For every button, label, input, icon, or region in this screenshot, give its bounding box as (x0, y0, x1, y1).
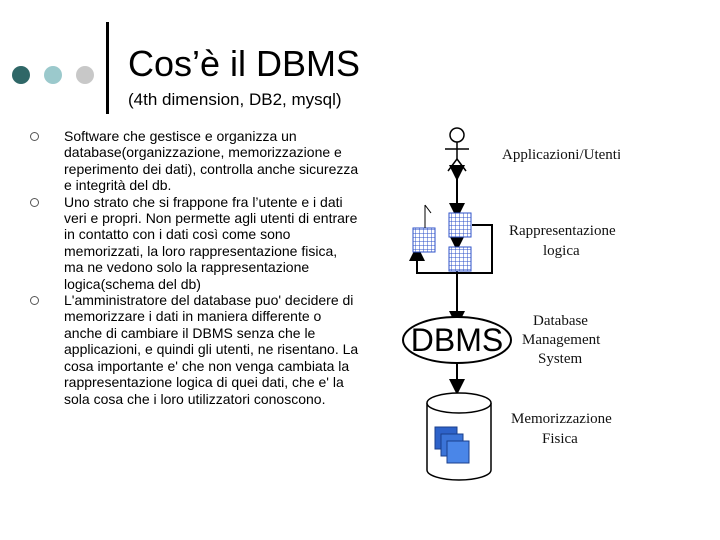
bullet-item: L'amministratore del database puo' decid… (30, 292, 360, 407)
bullet-text: Uno strato che si frappone fra l’utente … (64, 193, 358, 292)
bullet-icon (30, 197, 39, 207)
bullet-icon (30, 132, 39, 141)
bullet-icon (30, 296, 39, 306)
decor-dots (12, 66, 98, 84)
decor-dot-grey (76, 66, 94, 84)
decor-dot-dark (12, 66, 30, 84)
bullet-list: Software che gestisce e organizza un dat… (30, 128, 360, 407)
slide-title: Cos’è il DBMS (128, 43, 361, 84)
slide-subtitle: (4th dimension, DB2, mysql) (128, 90, 342, 109)
bullet-item: Software che gestisce e organizza un dat… (30, 128, 360, 194)
label-repr-1: Rappresentazione (509, 223, 616, 239)
bullet-text: L'amministratore del database puo' decid… (64, 292, 359, 407)
label-mem-2: Fisica (542, 431, 578, 447)
label-repr-2: logica (543, 243, 580, 259)
dbms-label: DBMS (411, 322, 503, 358)
dbms-ellipse: DBMS (402, 316, 512, 364)
bullet-item: Uno strato che si frappone fra l’utente … (30, 194, 360, 292)
grid-icon (412, 204, 472, 272)
label-mem-1: Memorizzazione (511, 411, 612, 427)
label-dbms-3: System (538, 351, 583, 367)
label-users: Applicazioni/Utenti (502, 147, 620, 163)
database-cylinder-icon (426, 392, 492, 481)
label-dbms-2: Management (522, 332, 601, 348)
dbms-diagram: DBMS Applicazioni/Utenti Rappresentazion… (402, 127, 620, 481)
bullet-text: Software che gestisce e organizza un dat… (64, 128, 359, 194)
user-icon (445, 127, 469, 172)
label-dbms-1: Database (533, 313, 588, 329)
decor-dot-light (44, 66, 62, 84)
title-divider (106, 22, 109, 114)
